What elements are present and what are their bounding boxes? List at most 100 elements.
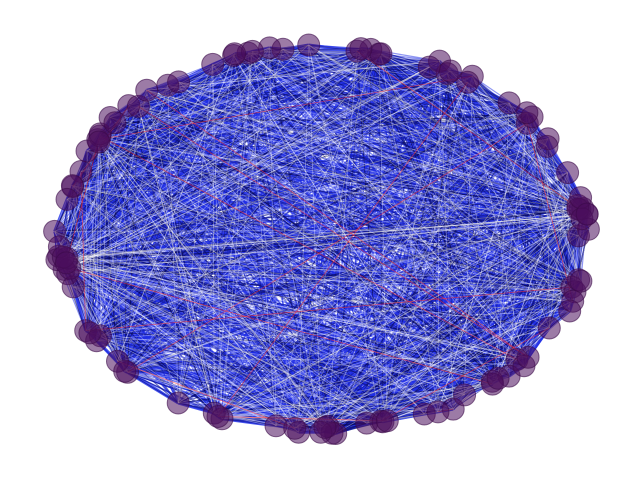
graph-edge	[234, 53, 528, 124]
graph-edge	[72, 185, 581, 282]
graph-edge	[320, 82, 468, 433]
graph-edge	[54, 231, 384, 423]
graph-edge	[72, 186, 126, 372]
graph-edge	[508, 112, 528, 377]
graph-edge	[177, 138, 549, 404]
graph-edge	[127, 53, 380, 373]
graph-edge	[63, 66, 430, 258]
graph-edge	[63, 256, 299, 433]
graph-edge	[58, 66, 430, 257]
graph-edge	[56, 208, 578, 260]
graph-edge	[109, 117, 573, 302]
graph-node	[417, 55, 441, 79]
graph-edge	[450, 70, 584, 209]
graph-edge	[72, 185, 322, 433]
graph-edge	[85, 330, 299, 433]
graph-edge	[492, 123, 528, 385]
graph-edge	[275, 48, 362, 426]
graph-edge	[99, 135, 465, 396]
graph-edge	[98, 141, 573, 302]
graph-edge	[63, 256, 518, 360]
graph-edge	[446, 73, 576, 293]
graph-edge	[117, 64, 214, 362]
graph-edge	[247, 52, 576, 293]
graph-edge	[66, 49, 284, 264]
graph-node	[558, 299, 582, 323]
graph-edge	[437, 235, 579, 413]
graph-edge	[63, 44, 309, 258]
graph-edge	[308, 44, 529, 358]
graph-edge	[66, 146, 548, 264]
graph-edge	[128, 53, 382, 107]
graph-edge	[213, 53, 235, 414]
graph-edge	[138, 106, 493, 385]
graph-edge	[138, 106, 215, 414]
graph-edge	[66, 257, 529, 358]
graph-node	[537, 316, 561, 340]
graph-edge	[497, 102, 510, 379]
graph-edge	[56, 73, 448, 260]
graph-edge	[86, 49, 371, 152]
graph-edge	[66, 112, 528, 264]
graph-edge	[67, 214, 588, 275]
graph-edge	[54, 231, 493, 385]
graph-edge	[99, 133, 322, 433]
graph-edge	[370, 49, 454, 410]
graph-edge	[97, 139, 439, 413]
graph-edge	[269, 47, 579, 206]
graph-edge	[471, 76, 499, 379]
graph-edge	[526, 112, 573, 288]
graph-edge	[67, 53, 380, 274]
graph-edge	[69, 51, 253, 269]
graph-edge	[128, 105, 570, 312]
graph-edge	[97, 139, 329, 427]
graph-edge	[97, 139, 573, 288]
graph-edge	[252, 51, 579, 237]
graph-edge	[221, 75, 473, 420]
graph-node	[313, 415, 337, 439]
graph-node	[486, 366, 510, 390]
graph-edge	[128, 105, 533, 118]
graph-edge	[66, 213, 588, 259]
graph-edge	[72, 55, 234, 187]
graph-edge	[298, 123, 528, 433]
graph-edge	[146, 60, 440, 91]
graph-edge	[124, 102, 510, 372]
graph-edge	[85, 330, 529, 358]
graph-edge	[221, 208, 581, 420]
graph-edge	[546, 146, 573, 288]
graph-edge	[72, 286, 219, 417]
graph-edge	[66, 60, 440, 264]
graph-edge	[320, 228, 589, 433]
graph-edge	[516, 205, 579, 360]
graph-edge	[127, 371, 381, 422]
graph-edge	[146, 89, 579, 206]
graph-edge	[308, 44, 382, 422]
graph-edge	[294, 280, 582, 429]
graph-edge	[356, 50, 576, 293]
graph-edge	[178, 291, 576, 404]
graph-edge	[217, 116, 533, 417]
graph-edge	[380, 207, 584, 422]
graph-node	[113, 359, 137, 383]
graph-edge	[63, 256, 581, 282]
graph-edge	[366, 208, 579, 424]
graph-edge	[366, 172, 568, 424]
graph-edge	[386, 138, 549, 421]
graph-edge	[177, 138, 549, 404]
graph-edge	[66, 199, 425, 415]
graph-edge	[86, 123, 528, 152]
graph-edge	[282, 49, 570, 312]
graph-edge	[100, 122, 528, 135]
graph-edge	[89, 85, 169, 334]
graph-edge	[66, 208, 578, 264]
graph-edge	[298, 44, 310, 433]
graph-edge	[63, 256, 367, 424]
graph-edge	[233, 55, 322, 433]
graph-edge	[100, 214, 588, 337]
graph-edge	[146, 89, 579, 281]
graph-edge	[366, 213, 588, 424]
graph-edge	[429, 66, 589, 230]
graph-edge	[248, 52, 510, 104]
graph-edge	[221, 51, 253, 419]
